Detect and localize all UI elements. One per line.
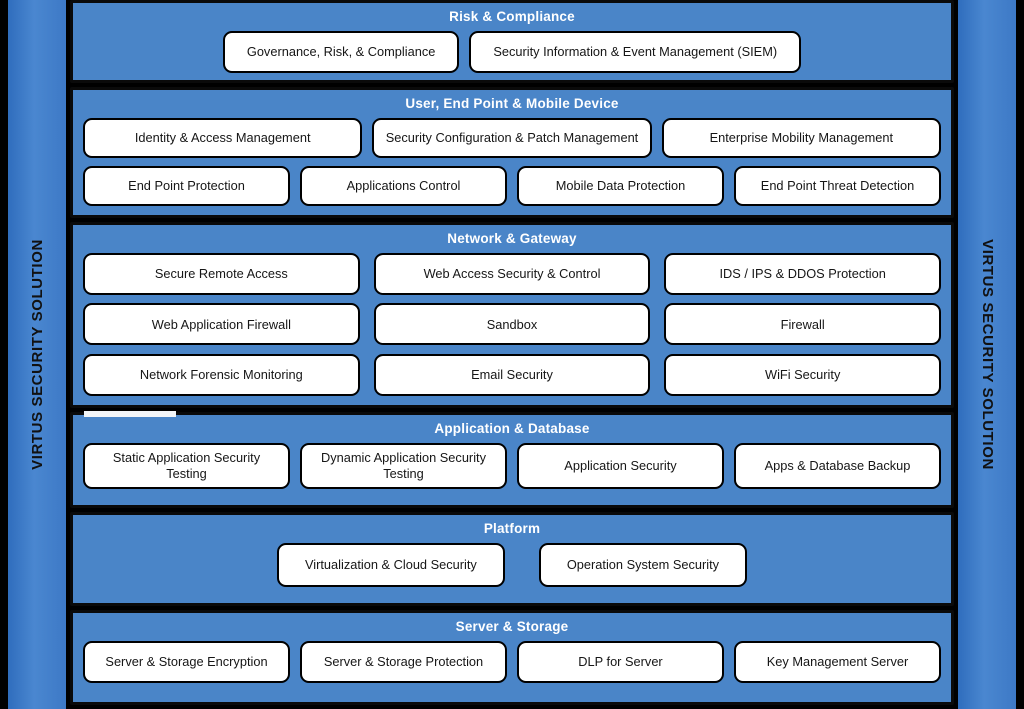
capability-card[interactable]: Server & Storage Protection [300,640,507,683]
capability-card[interactable]: Identity & Access Management [83,117,363,158]
section-title: User, End Point & Mobile Device [405,96,619,111]
capability-card[interactable]: DLP for Server [517,640,724,683]
capability-card[interactable]: Web Access Security & Control [373,252,651,295]
capability-card[interactable]: End Point Protection [83,166,290,207]
capability-card[interactable]: Server & Storage Encryption [83,640,290,683]
card-row: Static Application Security Testing Dyna… [83,442,941,498]
section-title: Application & Database [434,421,590,436]
capability-card[interactable]: Governance, Risk, & Compliance [222,30,460,73]
capability-card[interactable]: Enterprise Mobility Management [661,117,941,158]
layer-stack: Risk & Compliance Governance, Risk, & Co… [70,0,954,709]
section-title: Network & Gateway [447,231,577,246]
right-brand-label: VIRTUS SECURITY SOLUTION [978,239,996,470]
section-risk-compliance: Risk & Compliance Governance, Risk, & Co… [70,0,954,83]
capability-card[interactable]: End Point Threat Detection [734,166,941,207]
section-application-database: Application & Database Static Applicatio… [70,412,954,508]
capability-card[interactable]: Operation System Security [538,542,748,587]
capability-card[interactable]: Virtualization & Cloud Security [276,542,505,587]
card-row: Governance, Risk, & Compliance Security … [83,30,941,73]
section-title: Server & Storage [455,619,569,634]
section-network-gateway: Network & Gateway Secure Remote Access W… [70,222,954,408]
capability-card[interactable]: Application Security [517,442,724,489]
capability-card[interactable]: Dynamic Application Security Testing [300,442,507,489]
section-server-storage: Server & Storage Server & Storage Encryp… [70,610,954,705]
card-row: Web Application Firewall Sandbox Firewal… [83,303,942,346]
card-row: Network Forensic Monitoring Email Securi… [83,354,942,397]
capability-card[interactable]: Static Application Security Testing [83,442,290,489]
capability-card[interactable]: Security Information & Event Management … [469,30,802,73]
section-title: Risk & Compliance [449,9,575,24]
left-brand-rail: VIRTUS SECURITY SOLUTION [8,0,66,709]
capability-card[interactable]: Network Forensic Monitoring [83,354,360,397]
left-brand-label: VIRTUS SECURITY SOLUTION [28,239,46,470]
capability-card[interactable]: Email Security [373,354,651,397]
capability-card[interactable]: Apps & Database Backup [734,442,941,489]
capability-card[interactable]: Key Management Server [734,640,941,683]
card-row: End Point Protection Applications Contro… [83,166,941,207]
card-row: Identity & Access Management Security Co… [83,117,941,159]
capability-card[interactable]: Security Configuration & Patch Managemen… [372,117,652,158]
render-artifact-strip [84,411,176,417]
section-title: Platform [483,521,541,536]
card-row: Virtualization & Cloud Security Operatio… [83,542,941,596]
capability-card[interactable]: Firewall [664,303,942,346]
right-brand-rail: VIRTUS SECURITY SOLUTION [958,0,1016,709]
capability-card[interactable]: Sandbox [373,303,651,346]
card-row: Server & Storage Encryption Server & Sto… [83,640,941,695]
section-user-endpoint-mobile: User, End Point & Mobile Device Identity… [70,87,954,218]
capability-card[interactable]: Web Application Firewall [83,303,360,346]
card-row: Secure Remote Access Web Access Security… [83,252,942,296]
capability-card[interactable]: WiFi Security [664,354,942,397]
capability-card[interactable]: Mobile Data Protection [517,166,724,207]
capability-card[interactable]: Secure Remote Access [83,252,360,295]
capability-card[interactable]: Applications Control [300,166,507,207]
section-platform: Platform Virtualization & Cloud Security… [70,512,954,606]
capability-card[interactable]: IDS / IPS & DDOS Protection [664,252,942,295]
